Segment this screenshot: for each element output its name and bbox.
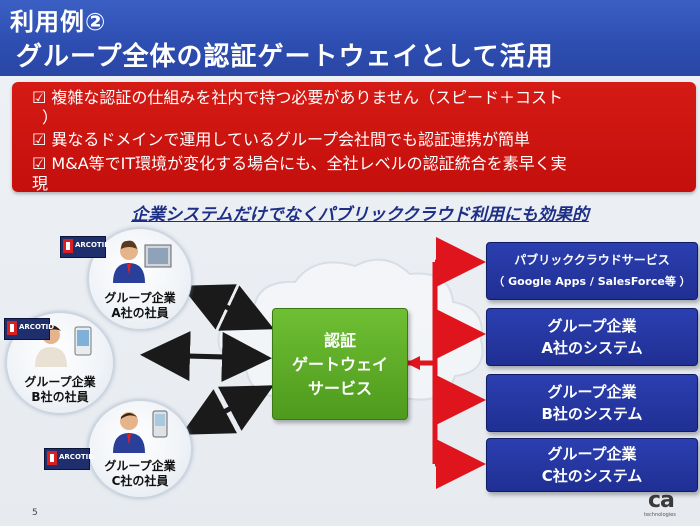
arrow-user-a — [180, 284, 275, 331]
system-box-b: グループ企業 B社のシステム — [486, 374, 698, 432]
system-label-1: グループ企業 — [547, 445, 637, 463]
arrow-user-b — [140, 331, 272, 382]
user-a-label-2: A社の社員 — [111, 306, 169, 320]
system-label-2: （ Google Apps / SalesForce等 ） — [493, 275, 691, 288]
benefit-line-2: ☑ 異なるドメインで運用しているグループ会社間でも認証連携が簡単 — [32, 130, 530, 149]
system-box-c: グループ企業 C社のシステム — [486, 438, 698, 492]
logo-text: ca — [648, 488, 675, 513]
benefit-line-1-cont: ） — [42, 108, 59, 127]
user-a-label-1: グループ企業 — [104, 291, 176, 305]
benefit-line-3: ☑ M&A等でIT環境が変化する場合にも、全社レベルの認証統合を素早く実 — [32, 154, 567, 173]
arcotid-badge: ARCOTID — [60, 236, 110, 258]
benefit-line-3-cont: 現 — [32, 174, 49, 193]
gateway-label-3: サービス — [307, 379, 372, 398]
user-pda-icon — [113, 410, 168, 453]
auth-gateway-box: 認証 ゲートウェイ サービス — [272, 308, 408, 420]
gateway-to-systems-connectors — [406, 237, 486, 489]
system-box-a: グループ企業 A社のシステム — [486, 308, 698, 366]
arcotid-badge: ARCOTID — [4, 318, 54, 340]
ca-logo: ca technologies — [644, 488, 686, 518]
gateway-label-2: ゲートウェイ — [291, 355, 388, 374]
logo-tagline: technologies — [644, 512, 676, 518]
diagram-subtitle: 企業システムだけでなくパブリッククラウド利用にも効果的 — [131, 205, 589, 225]
system-label-2: C社のシステム — [541, 467, 643, 485]
user-c-label-1: グループ企業 — [104, 459, 176, 473]
user-b-label-1: グループ企業 — [24, 375, 96, 389]
user-c-label-2: C社の社員 — [111, 474, 169, 488]
page-number: 5 — [32, 508, 38, 518]
system-label-2: A社のシステム — [541, 339, 643, 357]
system-label-1: グループ企業 — [547, 317, 637, 335]
system-box-public-cloud: パブリッククラウドサービス （ Google Apps / SalesForce… — [486, 242, 698, 300]
system-label-2: B社のシステム — [541, 405, 643, 423]
user-c-circle: グループ企業 C社の社員 — [88, 400, 192, 498]
system-label-1: パブリッククラウドサービス — [514, 253, 670, 267]
user-phone-icon — [35, 325, 92, 367]
gateway-label-1: 認証 — [323, 331, 356, 350]
system-label-1: グループ企業 — [547, 383, 637, 401]
title-bar: 利用例② グループ全体の認証ゲートウェイとして活用 — [0, 0, 700, 76]
arcotid-badge: ARCOTID — [44, 448, 94, 470]
user-pc-icon — [113, 240, 172, 283]
slide-number-title: 利用例② — [10, 8, 107, 36]
slide-title: グループ全体の認証ゲートウェイとして活用 — [16, 42, 554, 72]
arrow-user-c — [181, 385, 274, 435]
user-b-label-2: B社の社員 — [31, 390, 89, 404]
user-b-circle: グループ企業 B社の社員 — [6, 312, 114, 414]
benefits-box: ☑ 複雑な認証の仕組みを社内で持つ必要がありません（スピード＋コスト ） ☑ 異… — [12, 82, 696, 193]
benefit-line-1: ☑ 複雑な認証の仕組みを社内で持つ必要がありません（スピード＋コスト — [32, 88, 563, 107]
